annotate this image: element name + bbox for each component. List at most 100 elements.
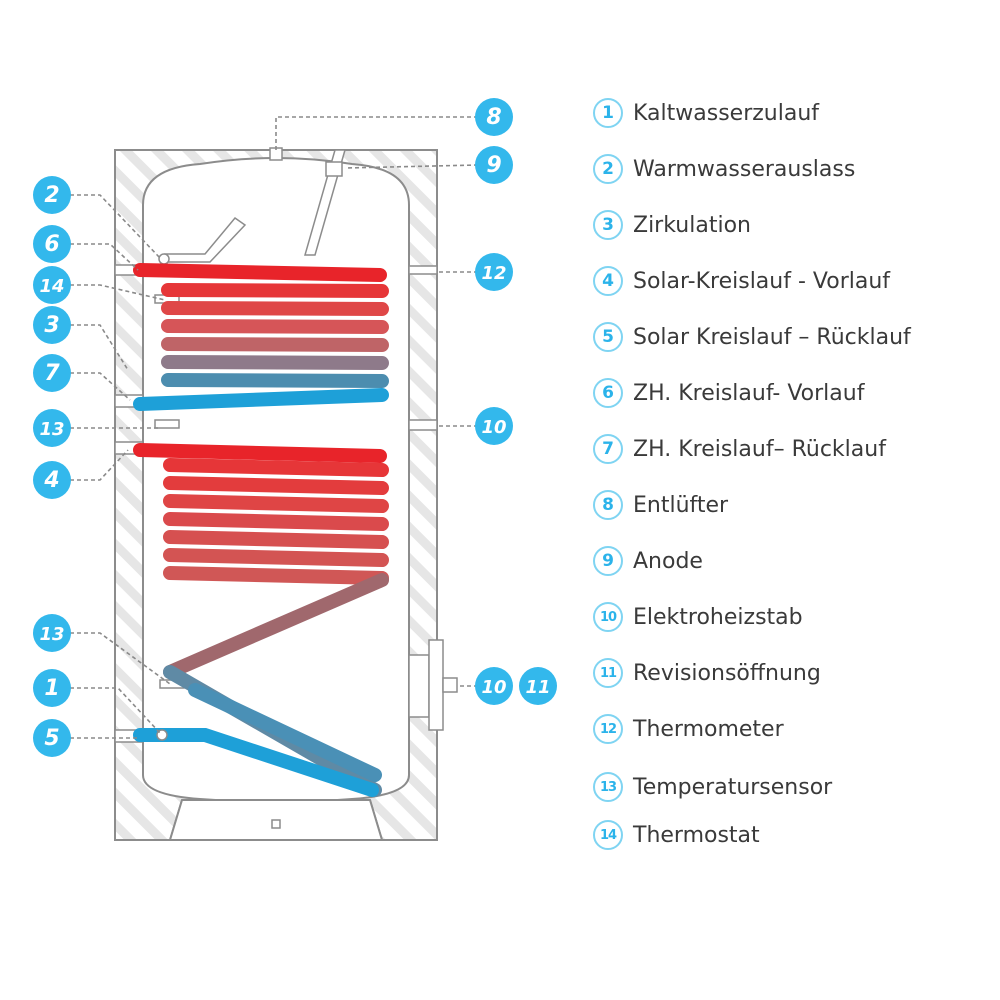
legend-label: Thermometer: [633, 716, 784, 742]
callout-badge: 10: [475, 407, 513, 445]
legend-number: 2: [593, 154, 623, 184]
legend-number: 5: [593, 322, 623, 352]
callout-badge: 5: [33, 719, 71, 757]
callout-badge: 4: [33, 461, 71, 499]
legend-item: 5 Solar Kreislauf – Rücklauf: [593, 320, 911, 354]
anode-rod: [304, 149, 346, 256]
upper-heating-coil: [133, 263, 389, 411]
callout-badge: 8: [475, 98, 513, 136]
callout-badge: 12: [475, 253, 513, 291]
revision-flange: [408, 639, 458, 731]
callout-badge: 9: [475, 146, 513, 184]
legend-label: Solar Kreislauf – Rücklauf: [633, 324, 911, 350]
legend-label: Elektroheizstab: [633, 604, 803, 630]
callout-badges: 2 6 14 3 7 13 4 13 1 5 8 9 12 10 10 11: [33, 98, 557, 757]
callout-lines: [70, 116, 479, 739]
badge-number: 12: [481, 263, 506, 284]
callout-badge: 3: [33, 306, 71, 344]
badge-circle: [33, 306, 71, 344]
legend-label: Entlüfter: [633, 492, 729, 518]
legend-item: 1 Kaltwasserzulauf: [593, 96, 819, 130]
callout-badge: 2: [33, 176, 71, 214]
badge-circle: [33, 409, 71, 447]
badge-number: 11: [525, 677, 550, 698]
badge-number: 9: [486, 153, 501, 178]
badge-number: 4: [43, 468, 59, 493]
legend-number: 1: [593, 98, 623, 128]
badge-circle: [33, 354, 71, 392]
legend-number: 13: [593, 772, 623, 802]
legend-number: 3: [593, 210, 623, 240]
callout-badge: 13: [33, 409, 71, 447]
legend-item: 3 Zirkulation: [593, 208, 751, 242]
legend-number: 10: [593, 602, 623, 632]
badge-circle: [33, 614, 71, 652]
badge-number: 5: [44, 726, 59, 751]
badge-number: 7: [44, 361, 60, 386]
legend-number: 12: [593, 714, 623, 744]
callout-badge: 14: [33, 266, 71, 304]
callout-badge: 13: [33, 614, 71, 652]
legend-label: ZH. Kreislauf- Vorlauf: [633, 380, 865, 406]
legend: 1 Kaltwasserzulauf 2 Warmwasserauslass 3 Zirk…: [593, 0, 993, 1000]
legend-item: 11 Revisionsöffnung: [593, 656, 821, 690]
badge-circle: [475, 407, 513, 445]
badge-number: 10: [481, 417, 506, 438]
legend-item: 2 Warmwasserauslass: [593, 152, 855, 186]
badge-circle: [475, 667, 513, 705]
badge-circle: [33, 225, 71, 263]
legend-label: Zirkulation: [633, 212, 751, 238]
legend-label: Warmwasserauslass: [633, 156, 856, 182]
badge-circle: [475, 253, 513, 291]
legend-item: 4 Solar-Kreislauf - Vorlauf: [593, 264, 890, 298]
callout-badge: 10: [475, 667, 513, 705]
badge-circle: [475, 146, 513, 184]
legend-item: 14 Thermostat: [593, 818, 760, 852]
badge-number: 2: [44, 183, 59, 208]
badge-number: 8: [486, 105, 501, 130]
badge-circle: [475, 98, 513, 136]
legend-label: Revisionsöffnung: [633, 660, 821, 686]
legend-item: 6 ZH. Kreislauf- Vorlauf: [593, 376, 864, 410]
legend-label: Solar-Kreislauf - Vorlauf: [633, 268, 891, 294]
legend-item: 8 Entlüfter: [593, 488, 728, 522]
badge-number: 10: [481, 677, 506, 698]
callout-badge: 1: [33, 669, 71, 707]
callout-badge: 6: [33, 225, 71, 263]
legend-number: 4: [593, 266, 623, 296]
lower-solar-coil: [133, 443, 389, 797]
legend-number: 14: [593, 820, 623, 850]
legend-item: 7 ZH. Kreislauf– Rücklauf: [593, 432, 886, 466]
badge-number: 6: [44, 232, 59, 257]
badge-number: 14: [39, 276, 64, 297]
legend-number: 7: [593, 434, 623, 464]
legend-label: Temperatursensor: [633, 774, 833, 800]
callout-badge: 7: [33, 354, 71, 392]
legend-number: 9: [593, 546, 623, 576]
badge-circle: [33, 669, 71, 707]
hot-water-outlet-pipe: [158, 216, 247, 265]
legend-item: 9 Anode: [593, 544, 703, 578]
badge-number: 13: [39, 624, 64, 645]
legend-item: 10 Elektroheizstab: [593, 600, 803, 634]
legend-number: 8: [593, 490, 623, 520]
badge-circle: [519, 667, 557, 705]
callout-badge: 11: [519, 667, 557, 705]
badge-circle: [33, 176, 71, 214]
legend-number: 11: [593, 658, 623, 688]
badge-number: 3: [44, 313, 59, 338]
badge-number: 13: [39, 419, 64, 440]
legend-label: Thermostat: [633, 822, 760, 848]
badge-number: 1: [44, 676, 59, 701]
badge-circle: [33, 719, 71, 757]
legend-item: 13 Temperatursensor: [593, 770, 832, 804]
badge-circle: [33, 266, 71, 304]
badge-circle: [33, 461, 71, 499]
legend-label: Kaltwasserzulauf: [633, 100, 820, 126]
legend-label: ZH. Kreislauf– Rücklauf: [633, 436, 886, 462]
legend-label: Anode: [633, 548, 703, 574]
legend-item: 12 Thermometer: [593, 712, 784, 746]
legend-number: 6: [593, 378, 623, 408]
